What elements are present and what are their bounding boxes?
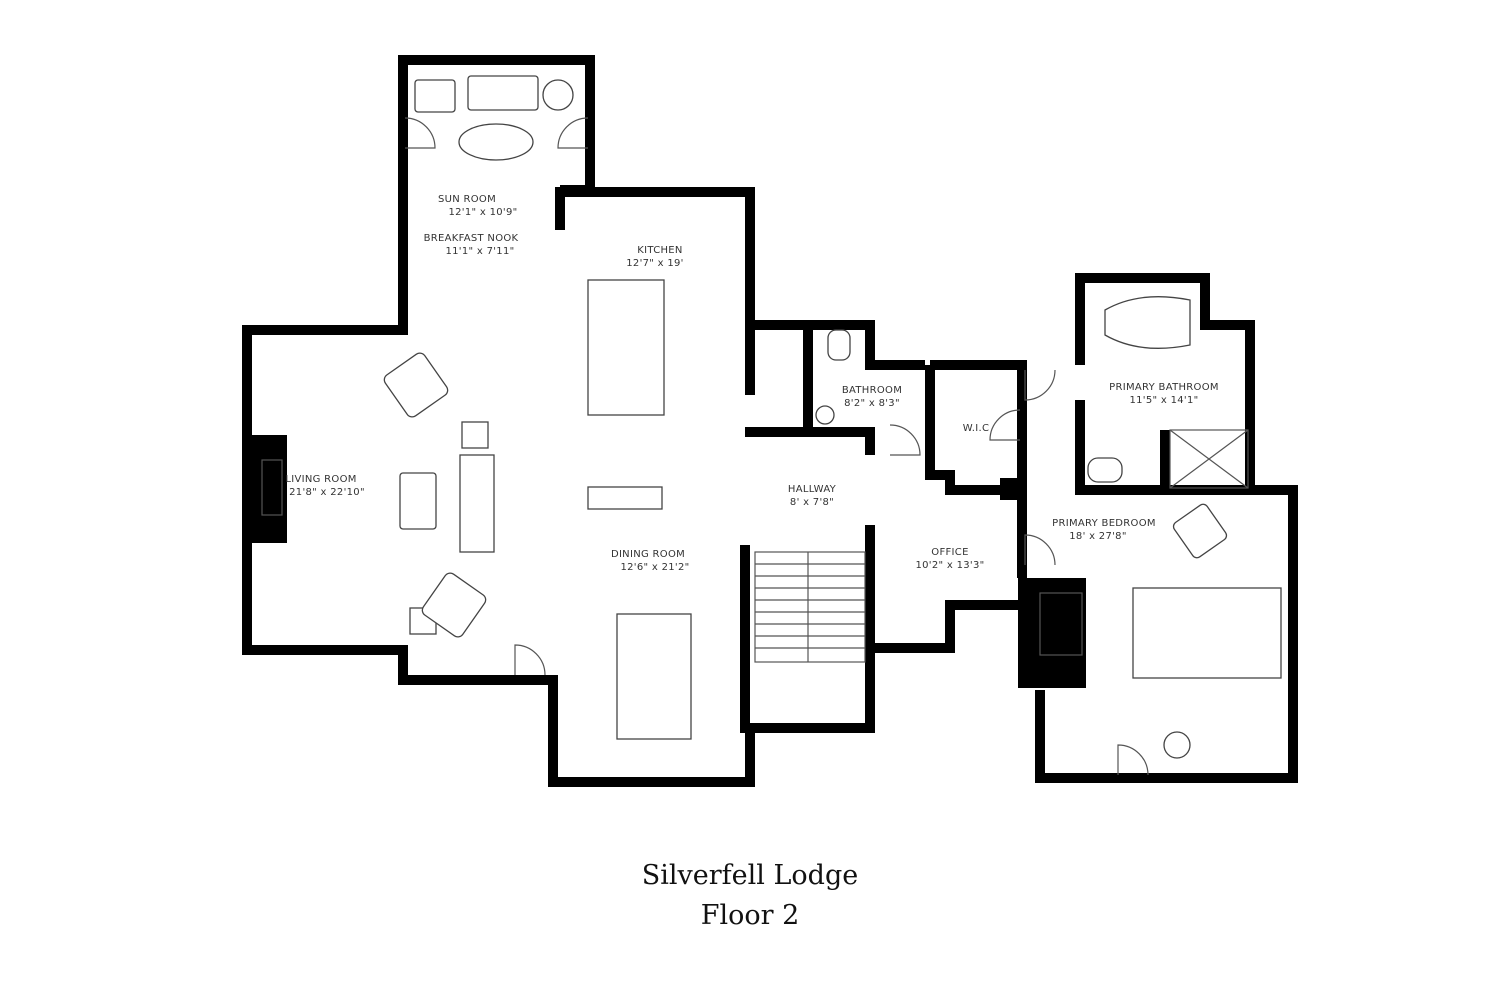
primary-bedroom-label: PRIMARY BEDROOM bbox=[1052, 518, 1156, 529]
breakfast-nook-size: 11'1" x 7'11" bbox=[445, 246, 514, 257]
walls bbox=[242, 55, 1298, 787]
living-room-size: 21'8" x 22'10" bbox=[289, 487, 365, 498]
kitchen-size: 12'7" x 19' bbox=[626, 258, 684, 269]
bathroom-label: BATHROOM bbox=[842, 385, 902, 396]
staircase bbox=[754, 551, 866, 663]
dining-room-size: 12'6" x 21'2" bbox=[620, 562, 689, 573]
wic-label: W.I.C bbox=[963, 423, 990, 434]
dining-room-label: DINING ROOM bbox=[611, 549, 685, 560]
primary-bathroom-label: PRIMARY BATHROOM bbox=[1109, 382, 1219, 393]
hallway-size: 8' x 7'8" bbox=[790, 497, 834, 508]
sun-room-label: SUN ROOM bbox=[438, 194, 496, 205]
hallway-label: HALLWAY bbox=[788, 484, 837, 495]
floor-name: Floor 2 bbox=[700, 900, 800, 931]
office-label: OFFICE bbox=[931, 547, 968, 558]
breakfast-nook-label: BREAKFAST NOOK bbox=[424, 233, 519, 244]
furniture bbox=[261, 75, 1282, 776]
sun-room-size: 12'1" x 10'9" bbox=[448, 207, 517, 218]
primary-bathroom-size: 11'5" x 14'1" bbox=[1129, 395, 1198, 406]
bathroom-size: 8'2" x 8'3" bbox=[844, 398, 900, 409]
room-labels: SUN ROOM 12'1" x 10'9" BREAKFAST NOOK 11… bbox=[285, 194, 1219, 573]
kitchen-label: KITCHEN bbox=[637, 245, 682, 256]
property-name: Silverfell Lodge bbox=[641, 860, 859, 891]
primary-bedroom-size: 18' x 27'8" bbox=[1069, 531, 1127, 542]
office-size: 10'2" x 13'3" bbox=[915, 560, 984, 571]
living-room-label: LIVING ROOM bbox=[285, 474, 356, 485]
